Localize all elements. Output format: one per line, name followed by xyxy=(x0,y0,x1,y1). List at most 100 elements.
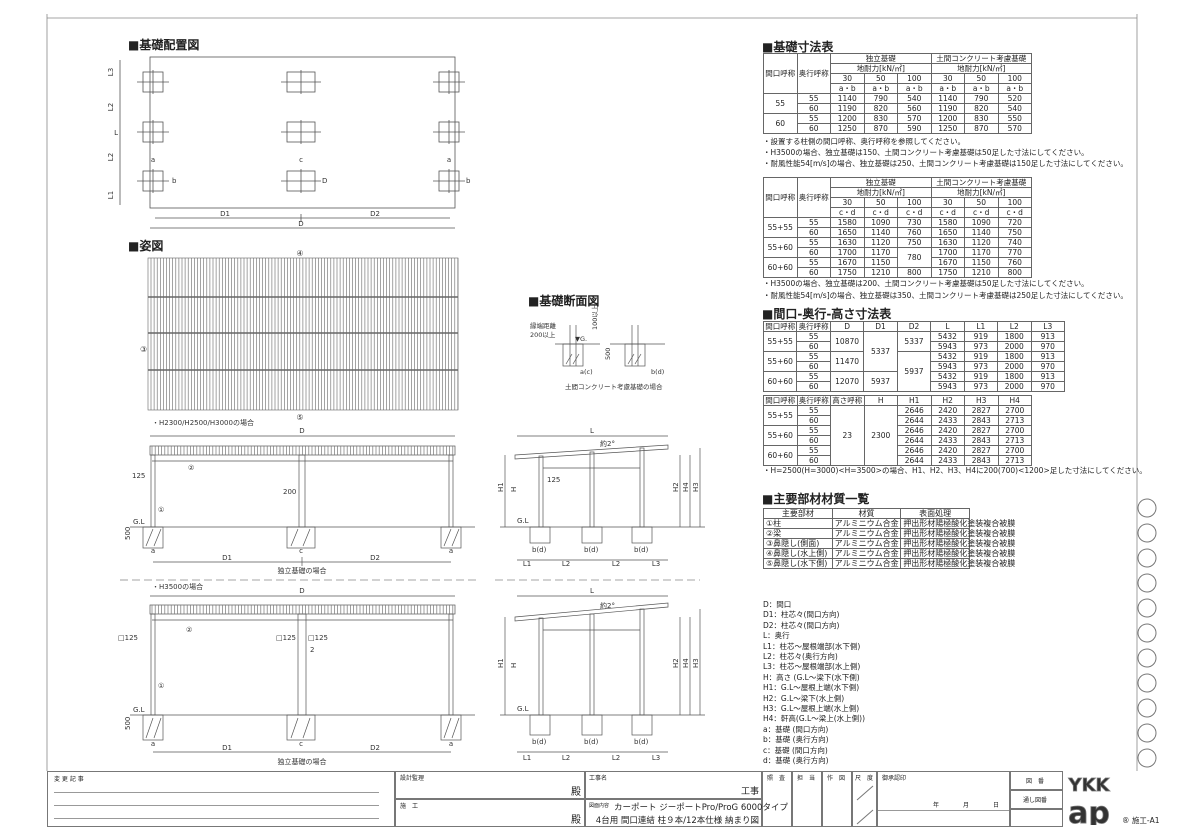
table-cell: 60 xyxy=(796,455,831,466)
drawing-content-box: 図面内容 カーポート ジーポートPro/ProG 6000タイプ 4台用 間口連… xyxy=(585,799,788,827)
table-cell: 973 xyxy=(963,381,999,392)
title-size-table: ■間口-奥行-高さ寸法表 xyxy=(762,307,892,321)
table-cell: 2713 xyxy=(997,415,1032,426)
column-header: 独立基礎 xyxy=(830,53,932,64)
front-elevation-2 xyxy=(130,595,475,753)
table-cell: アルミニウム合金 xyxy=(831,528,902,539)
table-cell: 55+60 xyxy=(763,425,798,446)
note: ・H=2500(H=3000)<H=3500>の場合、H1、H2、H3、H4に2… xyxy=(763,466,1147,475)
table-cell: 1250 xyxy=(930,123,965,134)
table-header-row: 間口呼称奥行呼称独立基礎土間コンクリート考慮基礎 xyxy=(763,53,1032,94)
table-cell: 2646 xyxy=(897,425,932,436)
column-header: 地耐力[kN/㎡] xyxy=(930,187,1032,198)
front-elevation-1 xyxy=(130,435,475,566)
column-header: 100 xyxy=(897,73,932,84)
table-cell: 1120 xyxy=(863,237,898,248)
label: 図面内容 xyxy=(589,803,610,809)
table-cell: 押出形材陽極酸化塗装複合被膜 xyxy=(900,548,1015,559)
drawing-label: G.L xyxy=(133,706,145,714)
table-cell: 55 xyxy=(796,331,831,342)
legend-item: D：間口 xyxy=(763,600,792,609)
table-cell: 590 xyxy=(897,123,932,134)
table-cell: 2644 xyxy=(897,435,932,446)
table-cell: 1190 xyxy=(830,103,865,114)
table-cell: 1800 xyxy=(997,351,1032,362)
drawing-label: L3 xyxy=(107,68,115,76)
drawing-label: b(d) xyxy=(584,546,599,554)
drawing-label: L1 xyxy=(523,754,531,762)
label: 照 査 xyxy=(767,775,786,782)
drawing-label: ▼G. xyxy=(575,335,587,343)
drawing-label: b xyxy=(172,177,177,185)
table-cell: 60 xyxy=(796,415,831,426)
table-cell: 1200 xyxy=(830,113,865,124)
column-header: 表面処理 xyxy=(900,508,970,519)
table-cell: 2827 xyxy=(964,425,999,436)
table-cell: 55 xyxy=(796,93,831,104)
column-header: 30 xyxy=(830,73,865,84)
table-cell: 2713 xyxy=(997,455,1032,466)
table-cell: 60 xyxy=(796,227,831,238)
drawing-label: 約2° xyxy=(600,439,615,448)
table-cell: 973 xyxy=(963,341,999,352)
table-cell: 55+55 xyxy=(763,217,798,238)
drawing-label: b(d) xyxy=(532,738,547,746)
table-cell: 5937 xyxy=(896,351,932,392)
table-cell: 780 xyxy=(897,247,932,268)
table-cell: アルミニウム合金 xyxy=(831,538,902,549)
column-header: 土間コンクリート考慮基礎 xyxy=(930,177,1032,188)
table-cell: 1800 xyxy=(997,331,1032,342)
drawing-label: L2 xyxy=(562,560,570,568)
table-cell: 60+60 xyxy=(762,371,798,392)
column-header: 間口呼称 xyxy=(763,395,798,406)
drawing-label: H xyxy=(510,487,518,492)
table-cell: ③鼻隠し(側面) xyxy=(763,538,833,549)
revision-circle xyxy=(1137,723,1157,743)
svg-text:YKK: YKK xyxy=(1068,775,1111,796)
table-cell: 55 xyxy=(796,257,831,268)
table-cell: 60+60 xyxy=(763,445,798,466)
table-cell: 570 xyxy=(897,113,932,124)
table-cell: 5337 xyxy=(896,331,932,352)
drawing-label: c xyxy=(299,547,303,555)
table-cell: 60 xyxy=(796,361,831,372)
column-header: 100 xyxy=(997,197,1032,208)
blank-box xyxy=(1010,809,1063,827)
label: 通し図番 xyxy=(1023,797,1048,804)
drawing-title: 4台用 間口連結 柱９本/12本仕様 納まり図 xyxy=(595,816,759,826)
table-cell: 2000 xyxy=(997,381,1032,392)
table-cell: 919 xyxy=(963,331,999,342)
table-cell: 5943 xyxy=(930,361,965,372)
table-cell: ②梁 xyxy=(763,528,833,539)
drawing-label: 縁端距離 xyxy=(530,321,557,330)
table-header-row: 主要部材材質表面処理 xyxy=(763,508,970,519)
check-box: 照 査 xyxy=(762,771,792,827)
table-cell: 1580 xyxy=(930,217,965,228)
column-header: a・b xyxy=(863,83,898,94)
table-cell: 1150 xyxy=(964,257,999,268)
svg-text:ap: ap xyxy=(1068,796,1110,825)
column-header: c・d xyxy=(997,207,1032,218)
drawing-label: L2 xyxy=(562,754,570,762)
note: ・設置する柱側の間口呼称、奥行呼称を参照してください。 xyxy=(763,137,966,146)
table-cell: 870 xyxy=(964,123,999,134)
drawing-label: a xyxy=(151,156,155,164)
drawing-label: L xyxy=(590,587,594,595)
drawing-label: a(c) xyxy=(580,368,593,376)
table-cell: 913 xyxy=(1030,351,1065,362)
table-cell: 60 xyxy=(796,247,831,258)
revision-box: 変 更 記 事 xyxy=(47,771,395,827)
column-header: 材質 xyxy=(831,508,902,519)
sheet-number: ® 施工-A1 xyxy=(1122,816,1160,825)
revision-circle xyxy=(1137,548,1157,568)
column-header: 100 xyxy=(997,73,1032,84)
column-header: 50 xyxy=(964,197,999,208)
drawing-label: L2 xyxy=(107,153,115,161)
table-cell: 60+60 xyxy=(763,257,798,278)
table-cell: 5432 xyxy=(930,371,965,382)
